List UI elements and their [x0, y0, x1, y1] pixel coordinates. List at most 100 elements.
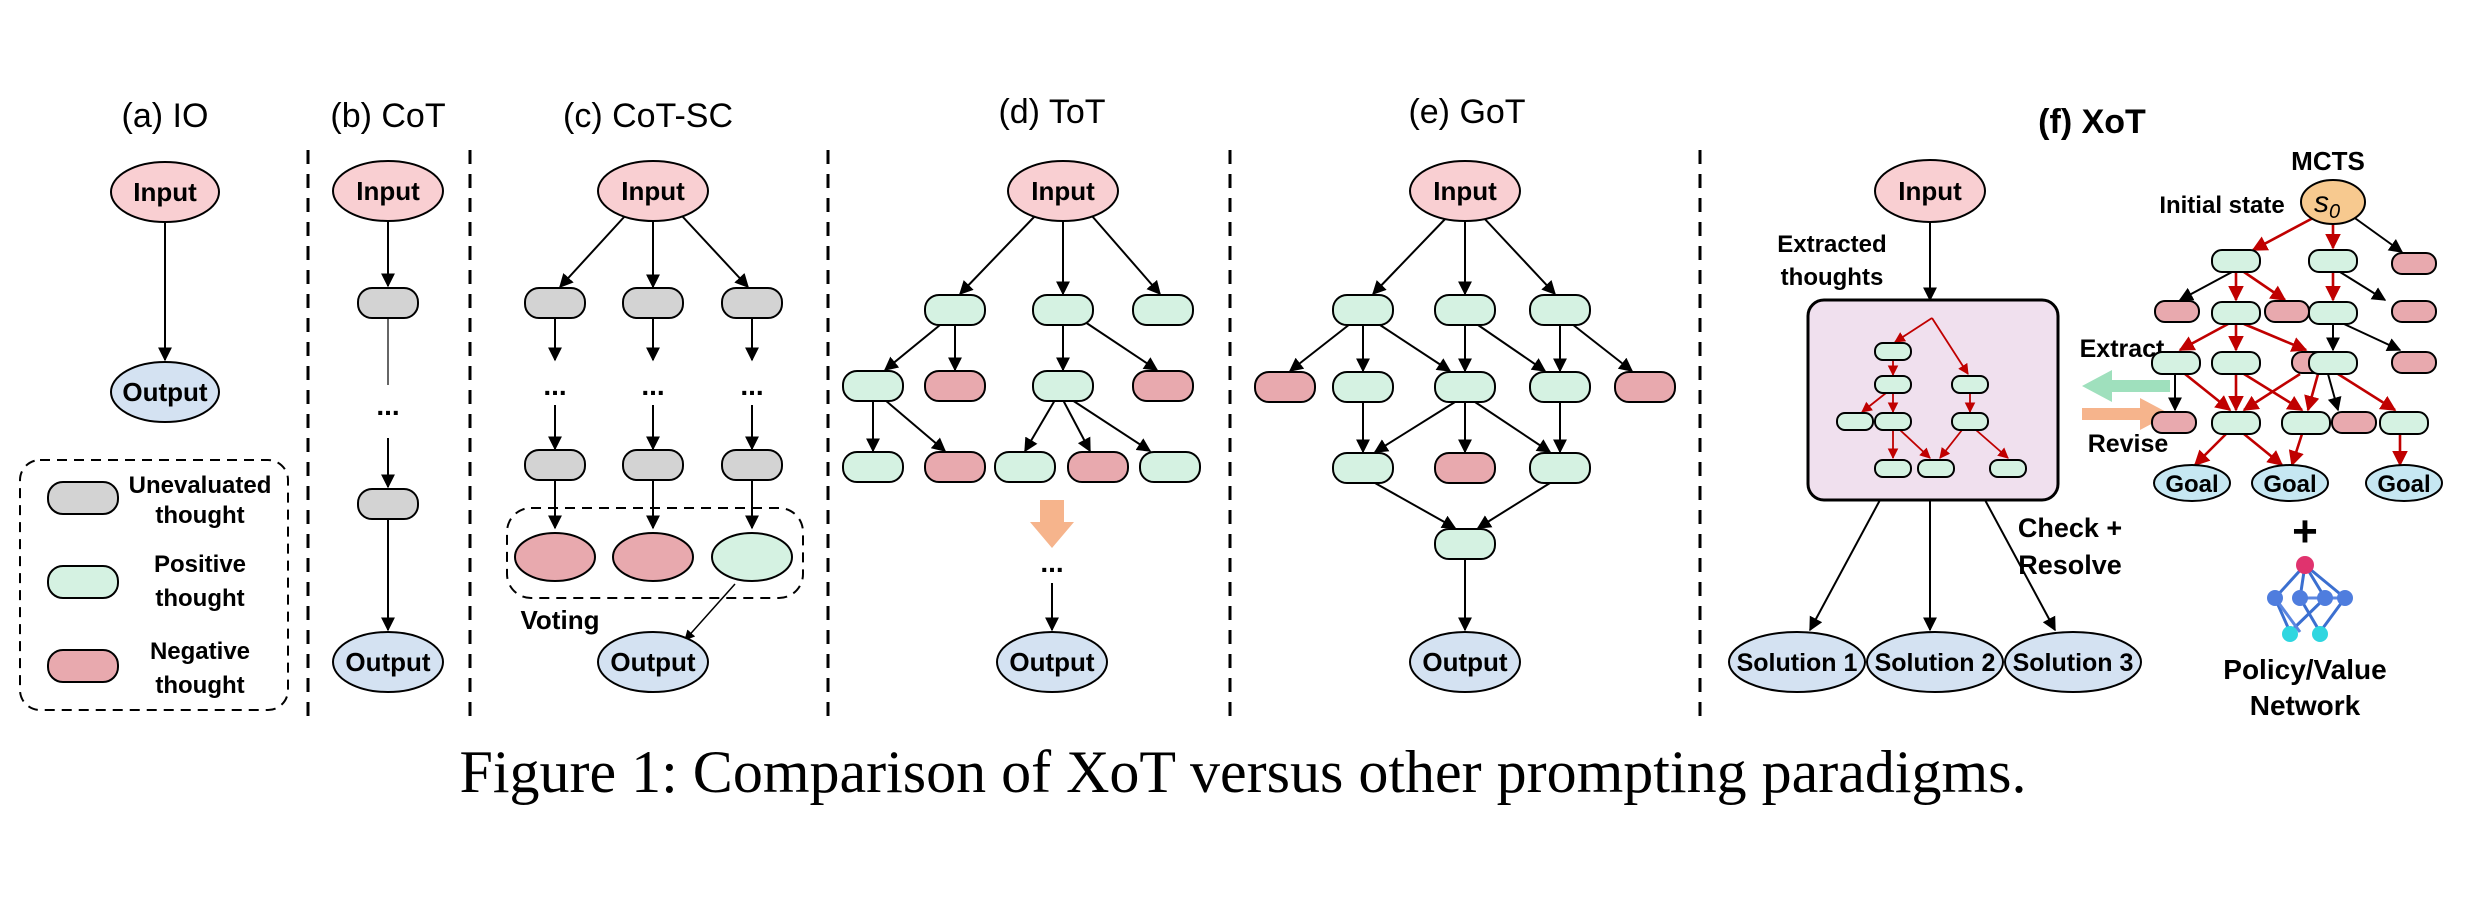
- solution-label: Solution 1: [1737, 649, 1858, 677]
- positive-thought: [2211, 249, 2261, 273]
- initial-state-label: Initial state: [2159, 192, 2284, 219]
- negative-thought: [2391, 252, 2437, 275]
- negative-answer: [514, 532, 596, 582]
- panel-tot: (d) ToT Input ...: [842, 93, 1201, 693]
- negative-thought: [2391, 300, 2437, 323]
- input-node: [1409, 160, 1521, 222]
- mcts-label: MCTS: [2291, 146, 2365, 176]
- negative-thought: [1614, 371, 1676, 403]
- positive-thought: [2308, 351, 2358, 375]
- panel-cot: (b) CoT Input ... Output: [330, 97, 446, 693]
- positive-thought: [1874, 342, 1912, 361]
- panel-title: (f) XoT: [2038, 103, 2146, 141]
- negative-thought: [1132, 370, 1194, 402]
- arrow-hint: [1030, 500, 1074, 548]
- solution-node: [1728, 631, 1866, 693]
- ellipsis: ...: [376, 390, 399, 421]
- s0-symbol: s0: [2314, 186, 2340, 223]
- positive-thought: [1951, 412, 1989, 431]
- initial-state-node: [2300, 179, 2366, 225]
- unevaluated-thought: [721, 287, 783, 319]
- legend-unevaluated-swatch: [47, 481, 119, 515]
- negative-thought: [2331, 411, 2377, 434]
- output-node: [996, 631, 1108, 693]
- negative-thought: [2154, 300, 2200, 323]
- positive-thought: [2308, 301, 2358, 325]
- positive-thought: [1434, 371, 1496, 403]
- legend-positive-swatch: [47, 565, 119, 599]
- mcts-nodes: [2151, 249, 2437, 435]
- legend-positive-line1: Positive: [154, 551, 246, 578]
- negative-thought: [1434, 452, 1496, 484]
- negative-thought: [1067, 451, 1129, 483]
- input-node: [332, 160, 444, 222]
- solution-label: Solution 2: [1875, 649, 1996, 677]
- positive-answer: [711, 532, 793, 582]
- negative-thought: [2391, 351, 2437, 374]
- positive-thought: [1989, 459, 2027, 478]
- positive-thought: [1874, 412, 1912, 431]
- voting-box: [506, 507, 804, 599]
- positive-thought: [2211, 411, 2261, 435]
- panel-title: (e) GoT: [1408, 93, 1525, 131]
- output-node: [1409, 631, 1521, 693]
- revise-arrow: [2082, 398, 2170, 430]
- policy-value-line1: Policy/Value: [2223, 654, 2386, 685]
- policy-value-line2: Network: [2250, 690, 2361, 721]
- output-node: [110, 361, 220, 423]
- revise-label: Revise: [2088, 430, 2169, 458]
- positive-thought: [1874, 459, 1912, 478]
- extracted-thoughts-line2: thoughts: [1781, 264, 1884, 291]
- unevaluated-thought: [524, 449, 586, 481]
- output-label: Output: [610, 647, 696, 677]
- panel-cot-sc: (c) CoT-SC Input ... ... ...: [506, 97, 804, 693]
- input-node: [1007, 160, 1119, 222]
- positive-thought: [1836, 412, 1874, 431]
- unevaluated-thought: [622, 449, 684, 481]
- extracted-thoughts-line1: Extracted: [1777, 231, 1886, 258]
- goal-node: [2365, 464, 2443, 502]
- panel-title: (b) CoT: [330, 97, 445, 135]
- negative-thought: [2151, 411, 2197, 434]
- figure-caption: Figure 1: Comparison of XoT versus other…: [459, 739, 2027, 805]
- legend: Unevaluated thought Positive thought Neg…: [19, 459, 289, 711]
- positive-thought: [1139, 451, 1201, 483]
- positive-thought: [1132, 294, 1194, 326]
- extracted-tree: [1861, 317, 2009, 460]
- positive-thought: [1332, 452, 1394, 484]
- extract-label: Extract: [2080, 335, 2165, 363]
- panel-io: (a) IO Input Output: [110, 97, 220, 423]
- positive-thought: [1032, 370, 1094, 402]
- check-resolve-line1: Check +: [2018, 513, 2122, 543]
- input-label: Input: [133, 177, 197, 207]
- positive-thought: [1332, 294, 1394, 326]
- ellipsis: ...: [641, 370, 664, 401]
- goal-label: Goal: [2165, 471, 2218, 498]
- positive-thought: [2151, 351, 2201, 375]
- output-label: Output: [122, 377, 208, 407]
- input-label: Input: [1031, 176, 1095, 206]
- output-node: [332, 631, 444, 693]
- input-node: [597, 160, 709, 222]
- output-label: Output: [345, 647, 431, 677]
- positive-thought: [1951, 375, 1989, 394]
- input-node: [1874, 159, 1986, 223]
- positive-thought: [1529, 371, 1591, 403]
- positive-thought: [1874, 375, 1912, 394]
- panel-title: (a) IO: [122, 97, 209, 135]
- positive-thought: [924, 294, 986, 326]
- solution-node: [1866, 631, 2004, 693]
- negative-thought: [924, 451, 986, 483]
- legend-negative-swatch: [47, 649, 119, 683]
- panel-title: (c) CoT-SC: [563, 97, 733, 135]
- positive-thought: [2308, 249, 2358, 273]
- negative-thought: [924, 370, 986, 402]
- panel-xot: (f) XoT Input Extracted thoughts: [1728, 103, 2443, 721]
- plus-sign: +: [2292, 507, 2318, 556]
- positive-thought: [842, 370, 904, 402]
- extract-arrow: [2082, 370, 2170, 402]
- positive-thought: [2211, 301, 2261, 325]
- unevaluated-thought: [721, 449, 783, 481]
- legend-unevaluated-line1: Unevaluated: [129, 472, 272, 499]
